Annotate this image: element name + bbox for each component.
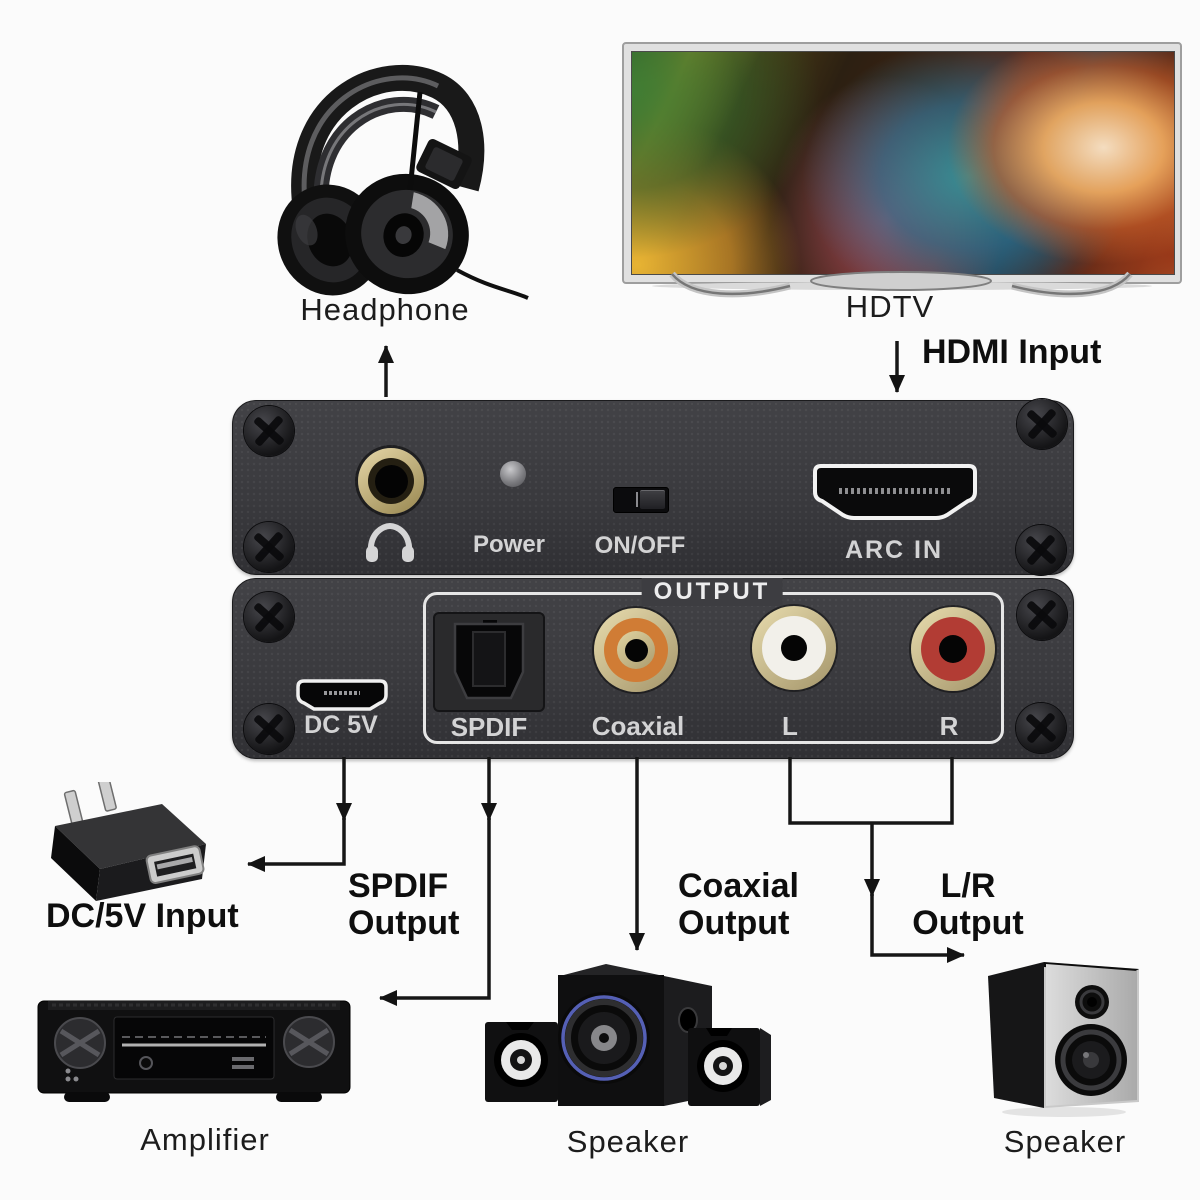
- lr-output-line2: Output: [912, 904, 1024, 942]
- spdif-output-line1: SPDIF: [348, 867, 449, 905]
- screw-icon: [1017, 590, 1067, 640]
- speaker-center-label: Speaker: [566, 1124, 690, 1159]
- left-port-label: L: [782, 711, 798, 741]
- power-led: [500, 461, 526, 487]
- hdtv-screen: [631, 51, 1175, 275]
- screw-icon: [244, 592, 294, 642]
- screw-icon: [244, 704, 294, 754]
- headphone-icon: [366, 522, 414, 562]
- amplifier-image: [37, 1000, 351, 1102]
- left-rca-jack: [752, 606, 836, 690]
- onoff-label: ON/OFF: [594, 532, 686, 559]
- coaxial-output-line2: Output: [678, 904, 790, 942]
- dc-adapter-image: [51, 782, 206, 901]
- spdif-output-label: SPDIF Output: [348, 868, 459, 942]
- screw-icon: [1016, 525, 1066, 575]
- headphone-jack: [358, 448, 424, 514]
- coaxial-rca-jack: [594, 608, 678, 692]
- right-port-label: R: [939, 711, 959, 741]
- bookshelf-speaker-image: [988, 962, 1139, 1117]
- spdif-optical-port: [433, 612, 545, 712]
- speaker-set-image: [485, 964, 771, 1106]
- coaxial-output-label: Coaxial Output: [678, 868, 799, 942]
- hdmi-input-label: HDMI Input: [922, 333, 1102, 371]
- hdtv-stand: [669, 271, 1133, 298]
- amplifier-label: Amplifier: [140, 1122, 270, 1157]
- micro-usb-port: [296, 679, 388, 711]
- connector-lr-b: [870, 894, 965, 963]
- headphones-image: [277, 65, 529, 300]
- screw-icon: [1016, 703, 1066, 753]
- right-rca-jack: [911, 607, 995, 691]
- connector-dc5v-b: [247, 818, 346, 872]
- connector-spdif-b: [379, 818, 491, 1006]
- speaker-right-label: Speaker: [1003, 1124, 1127, 1159]
- screw-icon: [1017, 399, 1067, 449]
- arc-in-label: ARC IN: [844, 536, 944, 564]
- dc5v-input-label: DC/5V Input: [46, 897, 239, 935]
- coaxial-port-label: Coaxial: [591, 711, 685, 741]
- hdmi-arc-in-port: [813, 464, 977, 520]
- power-switch: [613, 487, 669, 513]
- hdtv-image: [622, 42, 1182, 304]
- headphone-label: Headphone: [300, 292, 470, 327]
- screw-icon: [244, 522, 294, 572]
- screw-icon: [244, 406, 294, 456]
- connector-lr-bracket: [788, 757, 954, 825]
- lr-output-line1: L/R: [940, 867, 996, 905]
- spdif-port-label: SPDIF: [450, 712, 528, 742]
- dc5v-port-label: DC 5V: [304, 711, 378, 739]
- coaxial-output-line1: Coaxial: [678, 867, 799, 905]
- hdtv-label: HDTV: [845, 289, 935, 324]
- spdif-output-line2: Output: [348, 904, 460, 942]
- output-group-label: OUTPUT: [641, 578, 783, 606]
- lr-output-label: L/R Output: [912, 868, 1023, 942]
- power-label: Power: [472, 531, 546, 558]
